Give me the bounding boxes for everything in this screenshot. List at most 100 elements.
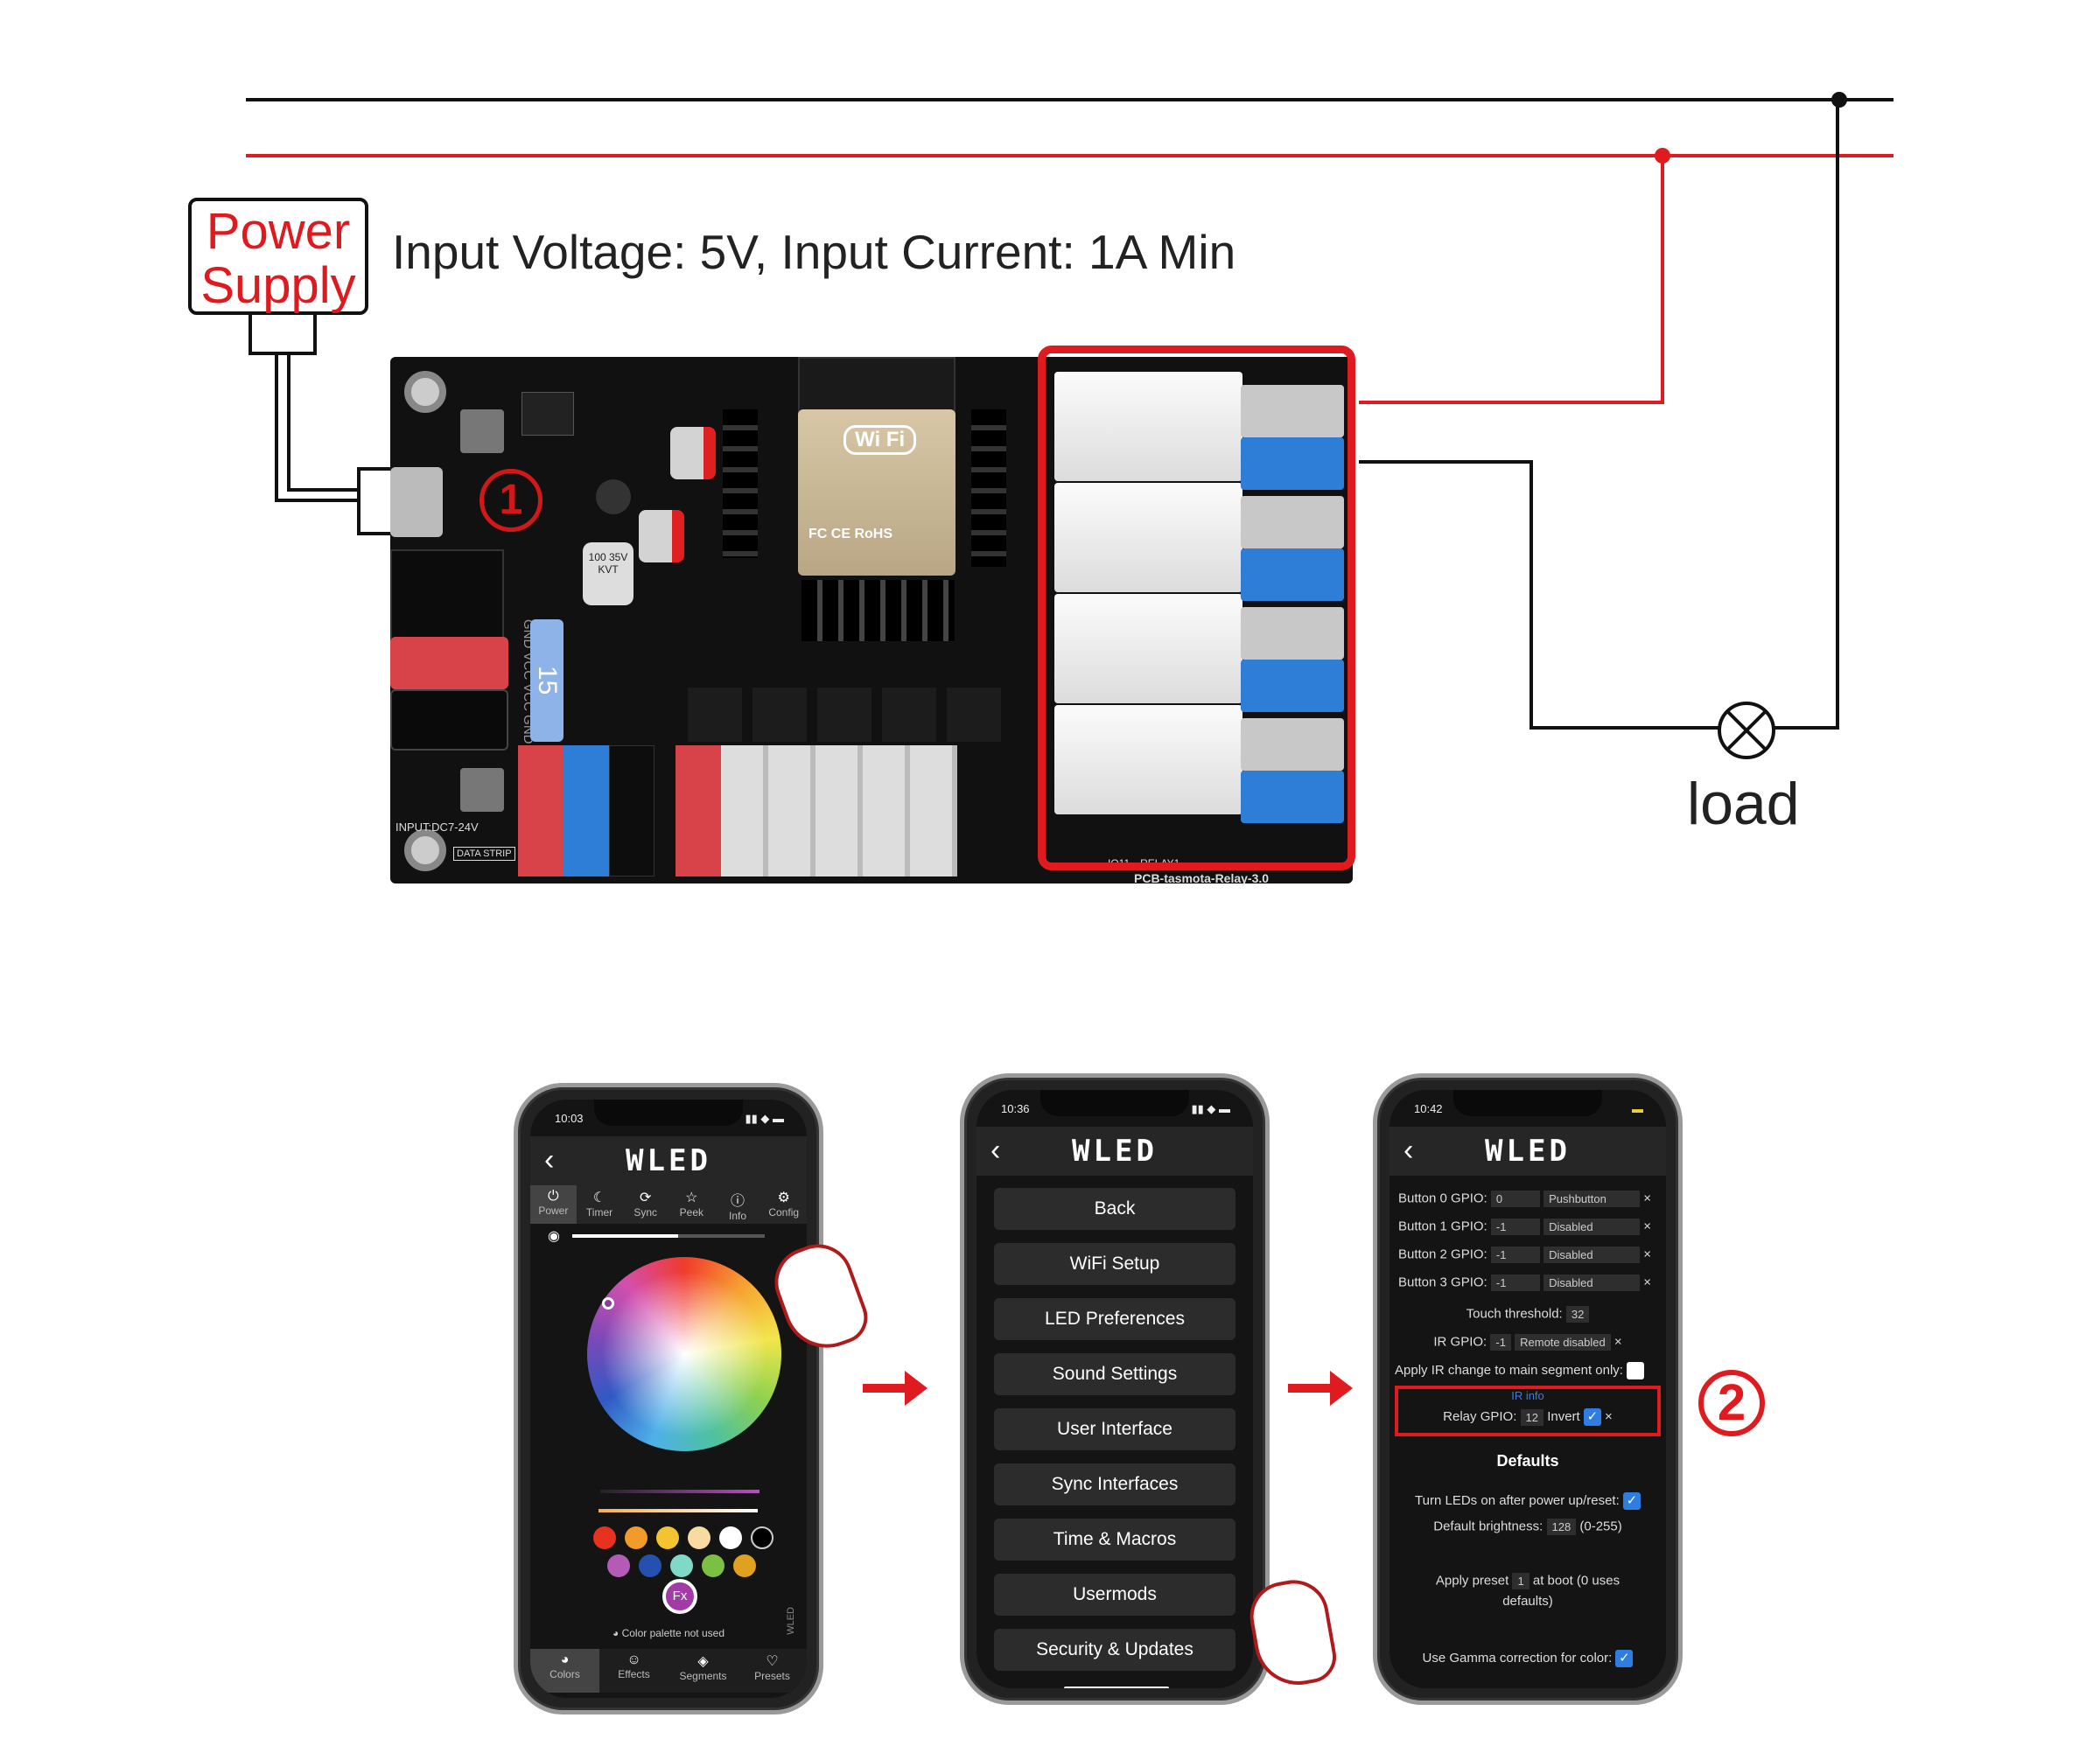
mount-hole [404, 829, 446, 871]
ir-info-link[interactable]: IR info [1511, 1389, 1544, 1402]
data-strip-label: DATA STRIP [453, 847, 515, 861]
load-lamp-icon [1718, 702, 1775, 759]
color-wheel[interactable] [587, 1257, 781, 1451]
menu-button[interactable]: LED Preferences [994, 1298, 1236, 1340]
preset-input[interactable]: 1 [1512, 1573, 1530, 1589]
capacitor [670, 427, 716, 479]
button-gpio-input[interactable]: -1 [1490, 1219, 1540, 1235]
menu-button[interactable]: User Interface [994, 1408, 1236, 1450]
ps-plug [248, 315, 317, 355]
relay-terminal [1241, 718, 1344, 771]
input-label: INPUT:DC7-24V [396, 821, 479, 834]
menu-button[interactable]: Usermods [994, 1574, 1236, 1616]
status-time: 10:36 [1001, 1102, 1030, 1115]
blue-terminal [564, 745, 609, 876]
back-icon[interactable]: ‹ [1404, 1134, 1414, 1167]
gamma-checkbox[interactable]: ✓ [1615, 1650, 1634, 1667]
color-swatch[interactable] [702, 1554, 724, 1577]
button-gpio-input[interactable]: -1 [1490, 1275, 1540, 1291]
fx-button[interactable]: Fx [662, 1579, 697, 1614]
color-swatch[interactable] [593, 1526, 616, 1549]
preset-suffix: at boot (0 uses [1532, 1573, 1620, 1589]
menu-button[interactable]: Time & Macros [994, 1519, 1236, 1561]
load-label: load [1687, 771, 1800, 837]
menu-button[interactable]: Sync Interfaces [994, 1463, 1236, 1505]
button-type-select[interactable]: Disabled [1544, 1219, 1641, 1235]
ir-gpio-input[interactable]: -1 [1490, 1334, 1511, 1351]
color-picker-handle[interactable] [602, 1297, 614, 1310]
tab-peek[interactable]: ☆Peek [668, 1185, 715, 1224]
tab-label: Sync [634, 1206, 658, 1219]
palette-status-text: Color palette not used [621, 1627, 724, 1639]
load-return-wire [1774, 100, 1839, 730]
nav-label: Colors [550, 1668, 580, 1680]
nav-segments[interactable]: ◈Segments [668, 1649, 738, 1693]
power-supply-label-1: Power [206, 203, 351, 260]
dc-jack [390, 549, 504, 646]
button-type-select[interactable]: Pushbutton [1544, 1191, 1641, 1207]
relay-terminal [1241, 607, 1344, 660]
tab-config[interactable]: ⚙Config [760, 1185, 807, 1224]
color-swatch[interactable] [656, 1526, 679, 1549]
notch [594, 1100, 743, 1126]
signal-battery-icon: ▮▮ ◆ ▬ [745, 1112, 784, 1125]
timer-icon: ☾ [592, 1191, 606, 1205]
button-type-select[interactable]: Disabled [1544, 1247, 1641, 1263]
relay-gpio-input[interactable]: 12 [1520, 1408, 1544, 1426]
button-gpio-input[interactable]: 0 [1490, 1191, 1540, 1207]
menu-button[interactable]: Back [994, 1188, 1236, 1230]
tab-sync[interactable]: ⟳Sync [622, 1185, 668, 1224]
pin-header [971, 409, 1006, 567]
tab-power[interactable]: ⏻Power [530, 1185, 577, 1224]
wled-side-label: WLED [786, 1607, 796, 1635]
nav-presets[interactable]: ♡Presets [738, 1649, 807, 1693]
ir-type-select[interactable]: Remote disabled [1515, 1334, 1611, 1351]
nav-colors[interactable]: ◕Colors [530, 1649, 599, 1693]
nav-label: Segments [679, 1670, 727, 1682]
button-gpio-input[interactable]: -1 [1490, 1247, 1540, 1263]
relay-terminal [1241, 437, 1344, 490]
bottom-nav: ◕Colors☺Effects◈Segments♡Presets [530, 1649, 807, 1693]
arrow-right-icon [863, 1371, 928, 1406]
color-swatch[interactable] [733, 1554, 756, 1577]
power-icon: ⏻ [548, 1189, 559, 1204]
button-gpio-row: Button 1 GPIO: -1 Disabled × [1398, 1219, 1651, 1235]
turn-on-checkbox[interactable]: ✓ [1622, 1492, 1641, 1510]
touch-threshold-label: Touch threshold: [1466, 1306, 1563, 1322]
color-swatch[interactable] [670, 1554, 693, 1577]
nav-effects[interactable]: ☺Effects [599, 1649, 668, 1693]
back-icon[interactable]: ‹ [544, 1143, 555, 1177]
color-swatch[interactable] [625, 1526, 648, 1549]
status-time: 10:03 [555, 1112, 584, 1125]
saturation-slider[interactable] [600, 1490, 760, 1493]
back-icon[interactable]: ‹ [990, 1134, 1001, 1167]
brightness-input[interactable]: 128 [1546, 1519, 1577, 1535]
tab-timer[interactable]: ☾Timer [577, 1185, 623, 1224]
preset-suffix-2: defaults) [1502, 1594, 1553, 1609]
button-type-select[interactable]: Disabled [1544, 1275, 1641, 1291]
peek-icon: ☆ [685, 1191, 698, 1205]
color-swatch[interactable] [688, 1526, 710, 1549]
color-swatch[interactable] [639, 1554, 662, 1577]
sync-icon: ⟳ [639, 1191, 652, 1205]
brightness-slider[interactable] [572, 1234, 765, 1238]
capacitor [639, 510, 684, 562]
touch-threshold-input[interactable]: 32 [1565, 1306, 1590, 1323]
blade-fuse: 15 [530, 619, 564, 742]
color-swatch[interactable] [719, 1526, 742, 1549]
gamma-label: Use Gamma correction for color: [1422, 1650, 1613, 1666]
apply-ir-checkbox[interactable] [1627, 1362, 1645, 1379]
phone-relay-settings: 10:42 ▬ ‹WLED Button 0 GPIO: 0 Pushbutto… [1373, 1073, 1683, 1705]
phone-colors-screen: 10:03 ▮▮ ◆ ▬ ‹WLED ⏻Power☾Timer⟳Sync☆Pee… [514, 1083, 875, 1715]
menu-button[interactable]: Sound Settings [994, 1353, 1236, 1395]
color-swatch[interactable] [607, 1554, 630, 1577]
menu-button[interactable]: WiFi Setup [994, 1243, 1236, 1285]
tab-label: Timer [585, 1206, 613, 1219]
white-balance-slider[interactable] [598, 1509, 758, 1512]
menu-button[interactable]: Security & Updates [994, 1629, 1236, 1671]
invert-checkbox[interactable]: ✓ [1583, 1408, 1601, 1426]
color-swatch[interactable] [751, 1526, 774, 1549]
